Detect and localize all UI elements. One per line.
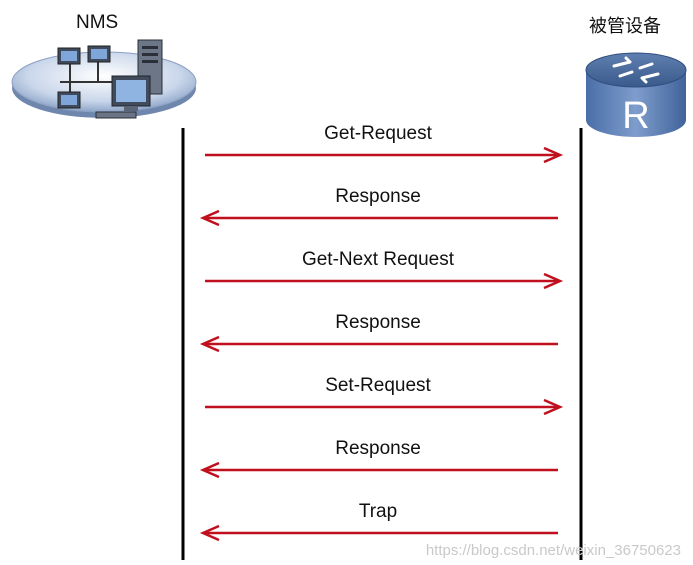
message-arrow-head xyxy=(543,398,564,416)
watermark: https://blog.csdn.net/weixin_36750623 xyxy=(425,542,681,559)
message-arrow-head xyxy=(543,146,564,164)
message-arrows xyxy=(199,146,564,542)
network-management-station-icon xyxy=(11,39,197,119)
nms-label: NMS xyxy=(76,12,119,33)
message-label: Get-Request xyxy=(324,123,432,144)
router-letter: R xyxy=(622,95,649,137)
managed-device-label: 被管设备 xyxy=(589,16,661,37)
message-arrow-head xyxy=(199,209,220,227)
message-label: Get-Next Request xyxy=(301,249,455,270)
message-arrow-head xyxy=(199,335,220,353)
message-arrow-head xyxy=(199,524,220,542)
message-arrow-head xyxy=(543,272,564,290)
message-arrow-head xyxy=(199,461,220,479)
message-label: Set-Request xyxy=(325,375,431,396)
message-label: Trap xyxy=(358,501,398,522)
message-label: Response xyxy=(335,186,421,207)
message-label: Response xyxy=(335,312,421,333)
message-label: Response xyxy=(335,438,421,459)
router-icon: R xyxy=(585,52,687,137)
